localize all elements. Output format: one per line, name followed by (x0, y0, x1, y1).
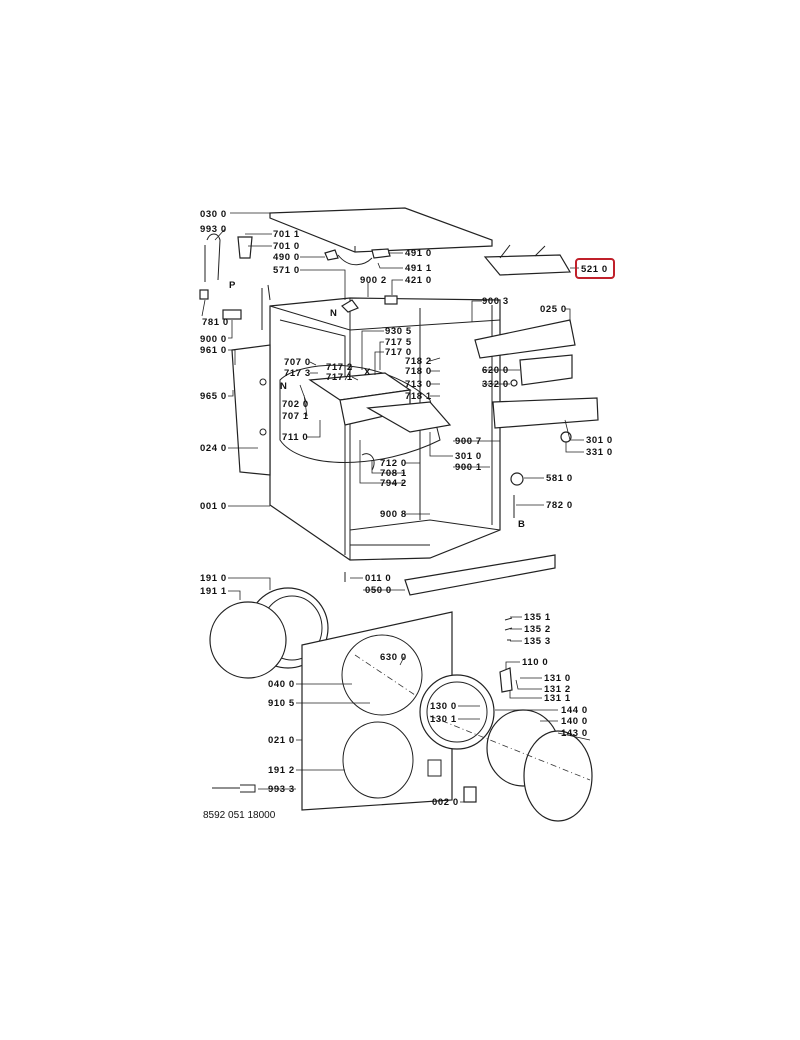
part-label[interactable]: 717 0 (385, 347, 412, 358)
part-label[interactable]: 717 2 (326, 362, 353, 373)
part-label[interactable]: 331 0 (586, 447, 613, 458)
front-panel[interactable] (301, 611, 453, 811)
part-label[interactable]: 910 5 (268, 698, 295, 709)
callout-b: B (518, 519, 525, 530)
part-label[interactable]: 040 0 (268, 679, 295, 690)
part-label[interactable]: 140 0 (561, 716, 588, 727)
part-label-highlighted[interactable]: 521 0 (581, 264, 608, 275)
part-label[interactable]: 130 1 (430, 714, 457, 725)
part-label[interactable]: 130 0 (430, 701, 457, 712)
part-label[interactable]: 491 0 (405, 248, 432, 259)
part-label[interactable]: 135 2 (524, 624, 551, 635)
side-panel[interactable] (231, 344, 271, 476)
part-label[interactable]: 713 0 (405, 379, 432, 390)
part-label[interactable]: 718 2 (405, 356, 432, 367)
part-label[interactable]: 712 0 (380, 458, 407, 469)
part-label[interactable]: 024 0 (200, 443, 227, 454)
control-panel-parts[interactable] (474, 319, 599, 518)
part-label[interactable]: 781 0 (202, 317, 229, 328)
part-label[interactable]: 993 3 (268, 784, 295, 795)
part-label[interactable]: 900 7 (455, 436, 482, 447)
leader-lines (201, 212, 591, 803)
part-label[interactable]: 332 0 (482, 379, 509, 390)
part-label[interactable]: 002 0 (432, 797, 459, 808)
part-label[interactable]: 421 0 (405, 275, 432, 286)
wiring-parts[interactable] (324, 248, 398, 313)
part-label[interactable]: 718 0 (405, 366, 432, 377)
part-label[interactable]: 782 0 (546, 500, 573, 511)
hose-and-valves[interactable] (199, 233, 271, 330)
part-label[interactable]: 708 1 (380, 468, 407, 479)
part-label[interactable]: 030 0 (200, 209, 227, 220)
part-label[interactable]: 301 0 (455, 451, 482, 462)
part-label[interactable]: 131 1 (544, 693, 571, 704)
part-label[interactable]: 961 0 (200, 345, 227, 356)
part-label[interactable]: 011 0 (365, 573, 391, 584)
part-label[interactable]: 718 1 (405, 391, 432, 402)
callout-n-2: N (280, 381, 287, 392)
part-label[interactable]: 900 1 (455, 462, 482, 473)
door-assembly[interactable] (419, 674, 593, 822)
part-label[interactable]: 794 2 (380, 478, 407, 489)
part-label[interactable]: 571 0 (273, 265, 300, 276)
callout-p: P (229, 280, 236, 291)
part-label[interactable]: 143 0 (561, 728, 588, 739)
part-label[interactable]: 900 2 (360, 275, 387, 286)
part-label[interactable]: 930 5 (385, 326, 412, 337)
part-label[interactable]: 050 0 (365, 585, 392, 596)
top-lid[interactable] (269, 207, 493, 253)
part-label[interactable]: 025 0 (540, 304, 567, 315)
part-label[interactable]: 144 0 (561, 705, 588, 716)
part-label[interactable]: 490 0 (273, 252, 300, 263)
part-label[interactable]: 581 0 (546, 473, 573, 484)
part-label[interactable]: 191 0 (200, 573, 227, 584)
part-label[interactable]: 702 0 (282, 399, 309, 410)
part-label[interactable]: 717 1 (326, 372, 353, 383)
part-label[interactable]: 135 3 (524, 636, 551, 647)
part-label[interactable]: 630 0 (380, 652, 407, 663)
part-label[interactable]: 717 3 (284, 368, 311, 379)
part-label[interactable]: 993 0 (200, 224, 227, 235)
highlight-box (575, 258, 615, 279)
control-module-521[interactable] (483, 244, 572, 276)
part-label[interactable]: 301 0 (586, 435, 613, 446)
part-label[interactable]: 491 1 (405, 263, 432, 274)
part-label[interactable]: 701 0 (273, 241, 300, 252)
part-labels: 030 0 993 0 701 1 701 0 490 0 571 0 491 … (200, 209, 615, 821)
part-label[interactable]: 191 1 (200, 586, 227, 597)
part-label[interactable]: 900 0 (200, 334, 227, 345)
part-label[interactable]: 021 0 (268, 735, 295, 746)
plinth[interactable] (344, 554, 556, 596)
part-label[interactable]: 707 1 (282, 411, 309, 422)
part-label[interactable]: 001 0 (200, 501, 227, 512)
part-label[interactable]: 131 2 (544, 684, 571, 695)
part-label[interactable]: 707 0 (284, 357, 311, 368)
part-label[interactable]: 110 0 (522, 657, 548, 668)
part-label[interactable]: 900 3 (482, 296, 509, 307)
diagram-reference-number: 8592 051 18000 (203, 810, 276, 821)
part-label[interactable]: 900 8 (380, 509, 407, 520)
callout-x: X (364, 367, 371, 378)
part-label[interactable]: 620 0 (482, 365, 509, 376)
door-hinge-parts[interactable] (212, 617, 513, 793)
part-label[interactable]: 711 0 (282, 432, 308, 443)
part-label[interactable]: 717 5 (385, 337, 412, 348)
part-label[interactable]: 191 2 (268, 765, 295, 776)
callout-letters: P N X N B (229, 280, 525, 530)
callout-n: N (330, 308, 337, 319)
part-label[interactable]: 965 0 (200, 391, 227, 402)
detergent-dispenser-assembly[interactable] (279, 364, 452, 471)
part-label[interactable]: 701 1 (273, 229, 300, 240)
part-label[interactable]: 131 0 (544, 673, 571, 684)
part-label[interactable]: 135 1 (524, 612, 551, 623)
